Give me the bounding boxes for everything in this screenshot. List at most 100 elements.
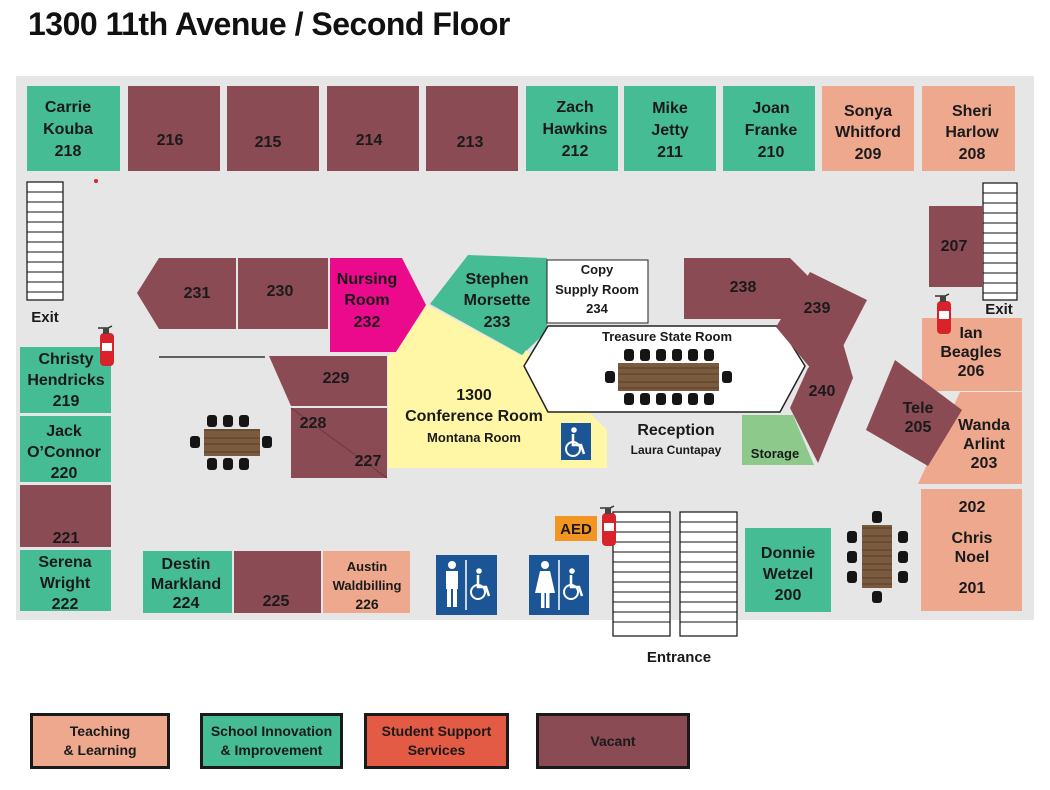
svg-text:213: 213 xyxy=(457,134,484,151)
room-230[interactable]: 230 xyxy=(238,258,328,329)
svg-text:216: 216 xyxy=(157,132,184,149)
svg-text:229: 229 xyxy=(323,370,350,387)
svg-text:Nursing: Nursing xyxy=(337,271,397,288)
svg-text:228: 228 xyxy=(300,415,327,432)
svg-text:Wetzel: Wetzel xyxy=(763,566,813,583)
svg-text:231: 231 xyxy=(184,285,211,302)
svg-text:Sheri: Sheri xyxy=(952,103,992,120)
svg-text:227: 227 xyxy=(355,453,382,470)
svg-text:Arlint: Arlint xyxy=(963,436,1005,453)
conference-room[interactable]: 1300 Conference Room Montana Room xyxy=(388,305,607,468)
room-212[interactable]: Zach Hawkins 212 xyxy=(526,86,618,171)
room-234-copy[interactable]: Copy Supply Room 234 xyxy=(546,259,649,324)
svg-text:208: 208 xyxy=(959,146,986,163)
entrance-label: Entrance xyxy=(647,649,711,666)
svg-text:Zach: Zach xyxy=(556,99,593,116)
room-208[interactable]: Sheri Harlow 208 xyxy=(922,86,1015,171)
room-224[interactable]: Destin Markland 224 xyxy=(143,551,232,613)
svg-text:Wright: Wright xyxy=(40,575,91,592)
room-220[interactable]: Jack O’Connor 220 xyxy=(20,416,111,482)
storage-room[interactable]: Storage xyxy=(742,415,814,465)
svg-text:214: 214 xyxy=(356,132,383,149)
room-239[interactable]: 239 xyxy=(776,272,867,370)
svg-text:219: 219 xyxy=(53,393,80,410)
room-202[interactable]: 202 Chris Noel 201 xyxy=(921,489,1022,611)
left-table xyxy=(190,415,272,470)
svg-text:225: 225 xyxy=(263,593,290,610)
floor-plan: Carrie Kouba 218 216 215 214 213 Zach Ha… xyxy=(16,76,1034,666)
svg-text:Carrie: Carrie xyxy=(45,99,91,116)
room-226[interactable]: Austin Waldbilling 226 xyxy=(323,551,410,613)
treasure-conference-table xyxy=(605,349,732,405)
svg-text:AED: AED xyxy=(560,521,592,538)
room-218[interactable]: Carrie Kouba 218 xyxy=(27,86,120,171)
svg-text:Supply Room: Supply Room xyxy=(555,282,639,297)
room-216[interactable]: 216 xyxy=(128,86,220,171)
svg-text:207: 207 xyxy=(941,238,968,255)
stairs-right xyxy=(982,182,1018,301)
svg-text:Harlow: Harlow xyxy=(945,124,999,141)
svg-text:230: 230 xyxy=(267,283,294,300)
room-233[interactable]: Stephen Morsette 233 xyxy=(430,255,547,355)
svg-text:221: 221 xyxy=(53,530,80,547)
svg-text:240: 240 xyxy=(809,383,836,400)
exit-left-label: Exit xyxy=(31,309,59,326)
svg-text:206: 206 xyxy=(958,363,985,380)
svg-text:205: 205 xyxy=(905,419,932,436)
svg-text:Whitford: Whitford xyxy=(835,124,901,141)
svg-text:201: 201 xyxy=(959,580,986,597)
room-200[interactable]: Donnie Wetzel 200 xyxy=(745,528,831,612)
room-221[interactable]: 221 xyxy=(20,485,111,547)
svg-text:Storage: Storage xyxy=(751,446,799,461)
room-240[interactable]: 240 xyxy=(790,340,853,463)
svg-text:Treasure State Room: Treasure State Room xyxy=(602,329,732,344)
svg-text:Jack: Jack xyxy=(46,423,82,440)
room-213[interactable]: 213 xyxy=(426,86,518,171)
room-222[interactable]: Serena Wright 222 xyxy=(20,550,111,613)
room-232-nursing[interactable]: Nursing Room 232 xyxy=(330,258,426,352)
room-207[interactable]: 207 xyxy=(929,206,983,287)
svg-text:202: 202 xyxy=(959,499,986,516)
room-209[interactable]: Sonya Whitford 209 xyxy=(822,86,914,171)
svg-text:Copy: Copy xyxy=(581,262,614,277)
room-229[interactable]: 229 xyxy=(269,356,387,406)
svg-text:Tele: Tele xyxy=(903,400,934,417)
svg-text:220: 220 xyxy=(51,465,78,482)
svg-text:Conference Room: Conference Room xyxy=(405,408,543,425)
svg-text:Stephen: Stephen xyxy=(465,271,528,288)
svg-text:Chris: Chris xyxy=(952,530,993,547)
svg-text:239: 239 xyxy=(804,300,831,317)
svg-text:209: 209 xyxy=(855,146,882,163)
room-231[interactable]: 231 xyxy=(137,258,236,329)
room-206[interactable]: Ian Beagles 206 xyxy=(922,318,1022,391)
room-210[interactable]: Joan Franke 210 xyxy=(723,86,815,171)
svg-text:Wanda: Wanda xyxy=(958,417,1010,434)
room-225[interactable]: 225 xyxy=(234,551,321,613)
fire-extinguisher-icon xyxy=(98,325,114,366)
right-table xyxy=(847,511,908,603)
svg-text:Montana Room: Montana Room xyxy=(427,430,521,445)
svg-text:Franke: Franke xyxy=(745,122,798,139)
room-228-227[interactable]: 228 227 xyxy=(290,407,388,479)
svg-text:Donnie: Donnie xyxy=(761,545,815,562)
svg-text:Hawkins: Hawkins xyxy=(543,121,608,138)
svg-text:Noel: Noel xyxy=(955,549,990,566)
room-215[interactable]: 215 xyxy=(227,86,319,171)
svg-text:Markland: Markland xyxy=(151,576,221,593)
room-214[interactable]: 214 xyxy=(327,86,419,171)
svg-text:224: 224 xyxy=(173,595,200,612)
accessible-icon xyxy=(561,423,591,460)
svg-text:O’Connor: O’Connor xyxy=(27,444,101,461)
room-238[interactable]: 238 xyxy=(684,258,808,319)
svg-text:Mike: Mike xyxy=(652,100,688,117)
svg-text:Beagles: Beagles xyxy=(940,344,1001,361)
room-205[interactable]: Tele 205 xyxy=(866,360,962,466)
room-203[interactable]: Wanda Arlint 203 xyxy=(918,392,1022,484)
room-219[interactable]: Christy Hendricks 219 xyxy=(20,347,111,413)
room-211[interactable]: Mike Jetty 211 xyxy=(624,86,716,171)
svg-text:222: 222 xyxy=(52,596,79,613)
svg-text:210: 210 xyxy=(758,144,785,161)
svg-text:234: 234 xyxy=(586,301,608,316)
reception-label: Reception xyxy=(637,422,714,439)
